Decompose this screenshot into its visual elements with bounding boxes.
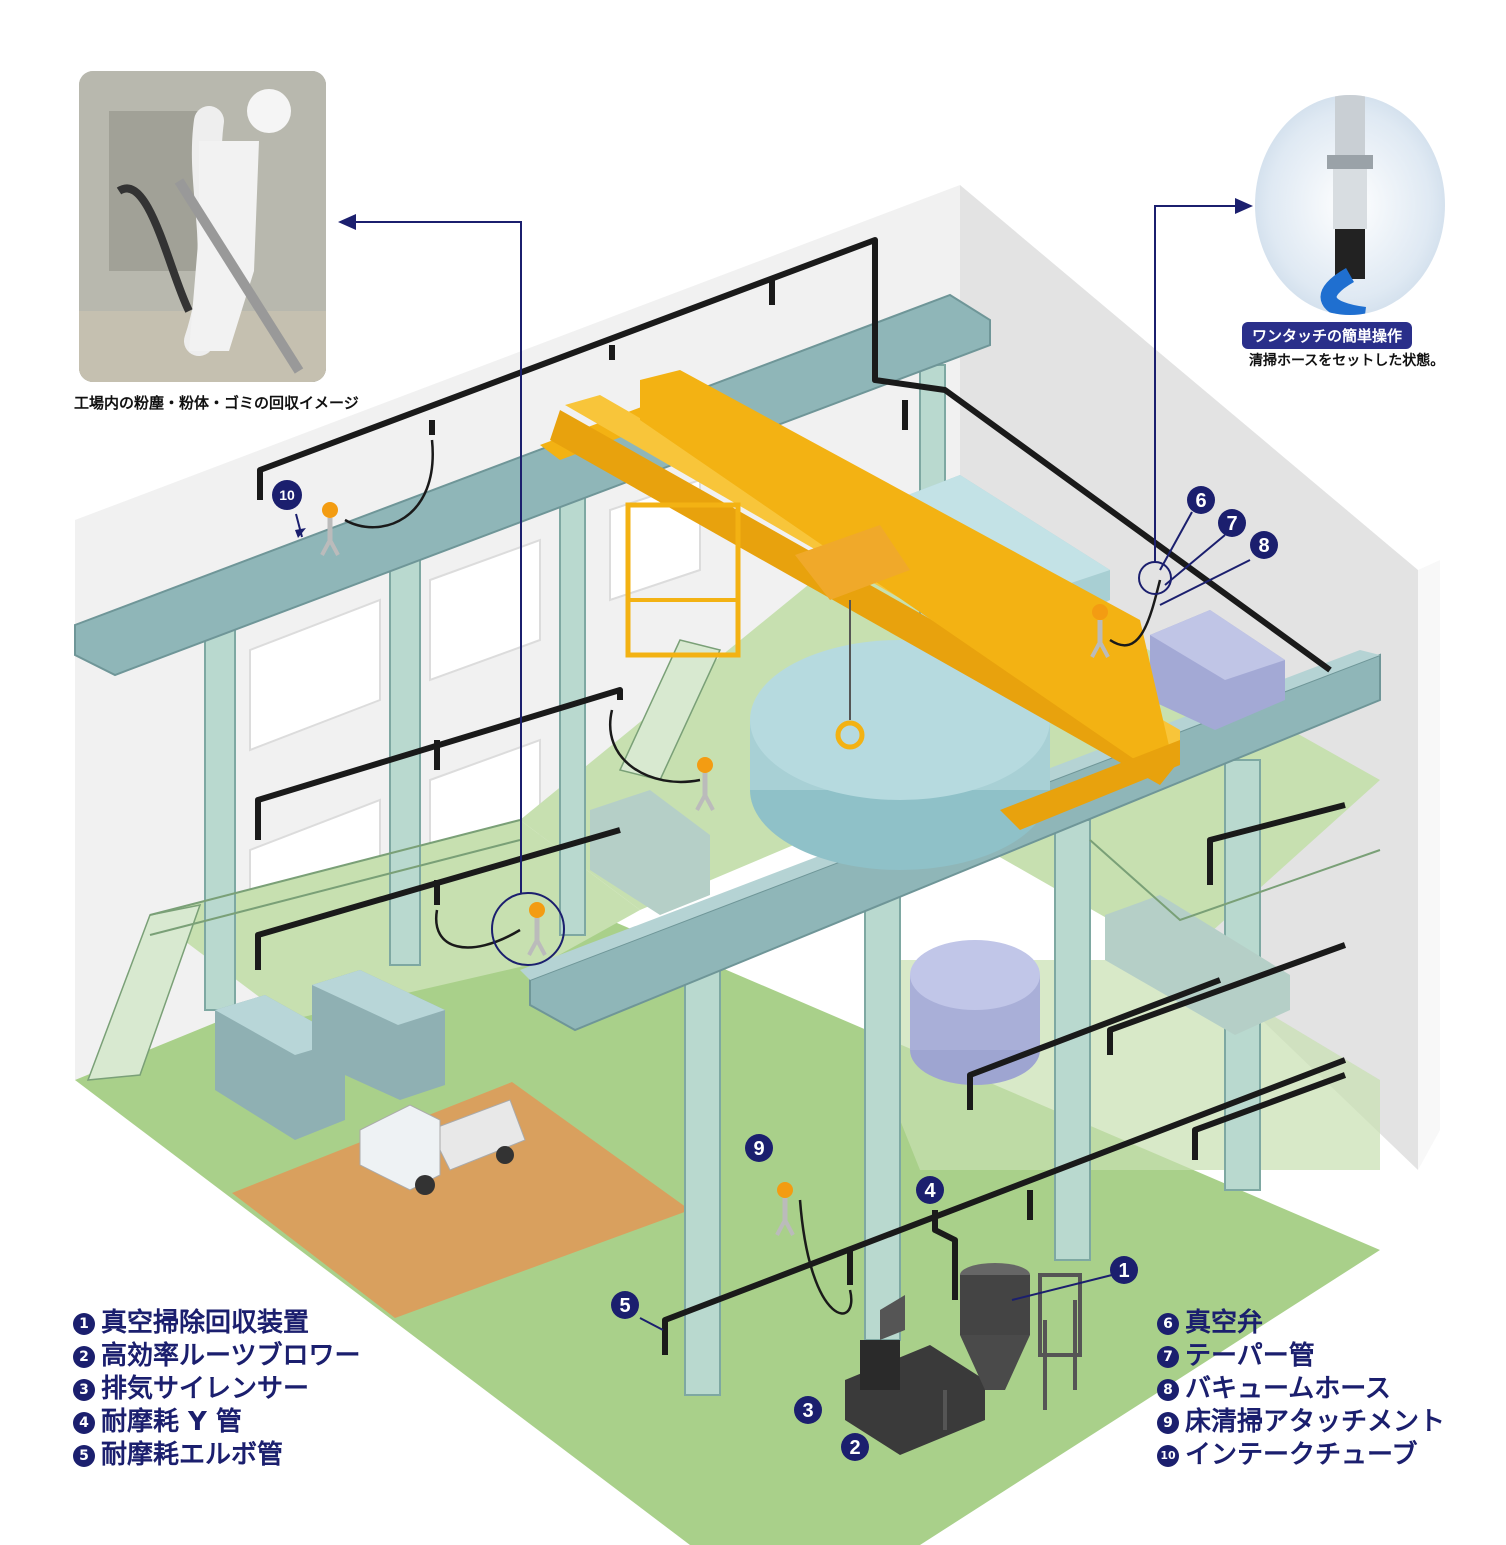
svg-text:1: 1 [1118,1260,1129,1282]
photo-right-caption: 清掃ホースをセットした状態。 [1249,353,1445,369]
beam-back [74,293,991,677]
hose-illustration [1320,95,1373,315]
svg-text:7: 7 [1226,513,1237,535]
highlight-circle-left [491,892,565,966]
photo-worker-cleaning [79,71,326,382]
callout-10: 10 [272,480,302,510]
workers [320,502,1110,1236]
svg-text:8: 8 [1258,535,1269,557]
worker-illustration [79,71,326,382]
railings [149,819,1381,936]
callout-3: 3 [794,1396,822,1424]
photo-left-caption: 工場内の粉塵・粉体・ゴミの回収イメージ [74,394,359,412]
vacuum-unit [845,1263,1082,1455]
callout-2: 2 [841,1433,869,1461]
overhead-crane [540,370,1180,830]
callout-5: 5 [611,1291,639,1319]
svg-text:10: 10 [279,487,295,503]
svg-text:3: 3 [802,1400,813,1422]
hoses [344,439,1162,1315]
callout-4: 4 [916,1176,944,1204]
svg-text:9: 9 [753,1138,764,1160]
right-wall-strip [1418,560,1440,1170]
arrow-right [1235,198,1253,214]
photo-hose-connection [1255,95,1445,315]
callout-9: 9 [745,1134,773,1162]
svg-text:6: 6 [1195,490,1206,512]
pipe-network [255,237,1347,1355]
svg-text:5: 5 [619,1295,630,1317]
callout-lines [295,205,1251,1331]
arrow-left [338,214,356,230]
stairs [86,639,722,1081]
callout-7: 7 [1218,509,1246,537]
callout-6: 6 [1187,486,1215,514]
svg-text:4: 4 [924,1180,936,1202]
callout-badges: 10 6 7 8 9 4 1 5 3 2 [272,480,1278,1461]
callout-1: 1 [1110,1256,1138,1284]
one-touch-badge: ワンタッチの簡単操作 [1242,322,1413,349]
svg-text:2: 2 [849,1437,860,1459]
truck [359,1099,526,1195]
callout-8: 8 [1250,531,1278,559]
dirt-area [232,1082,690,1318]
arrow-10 [295,528,306,538]
